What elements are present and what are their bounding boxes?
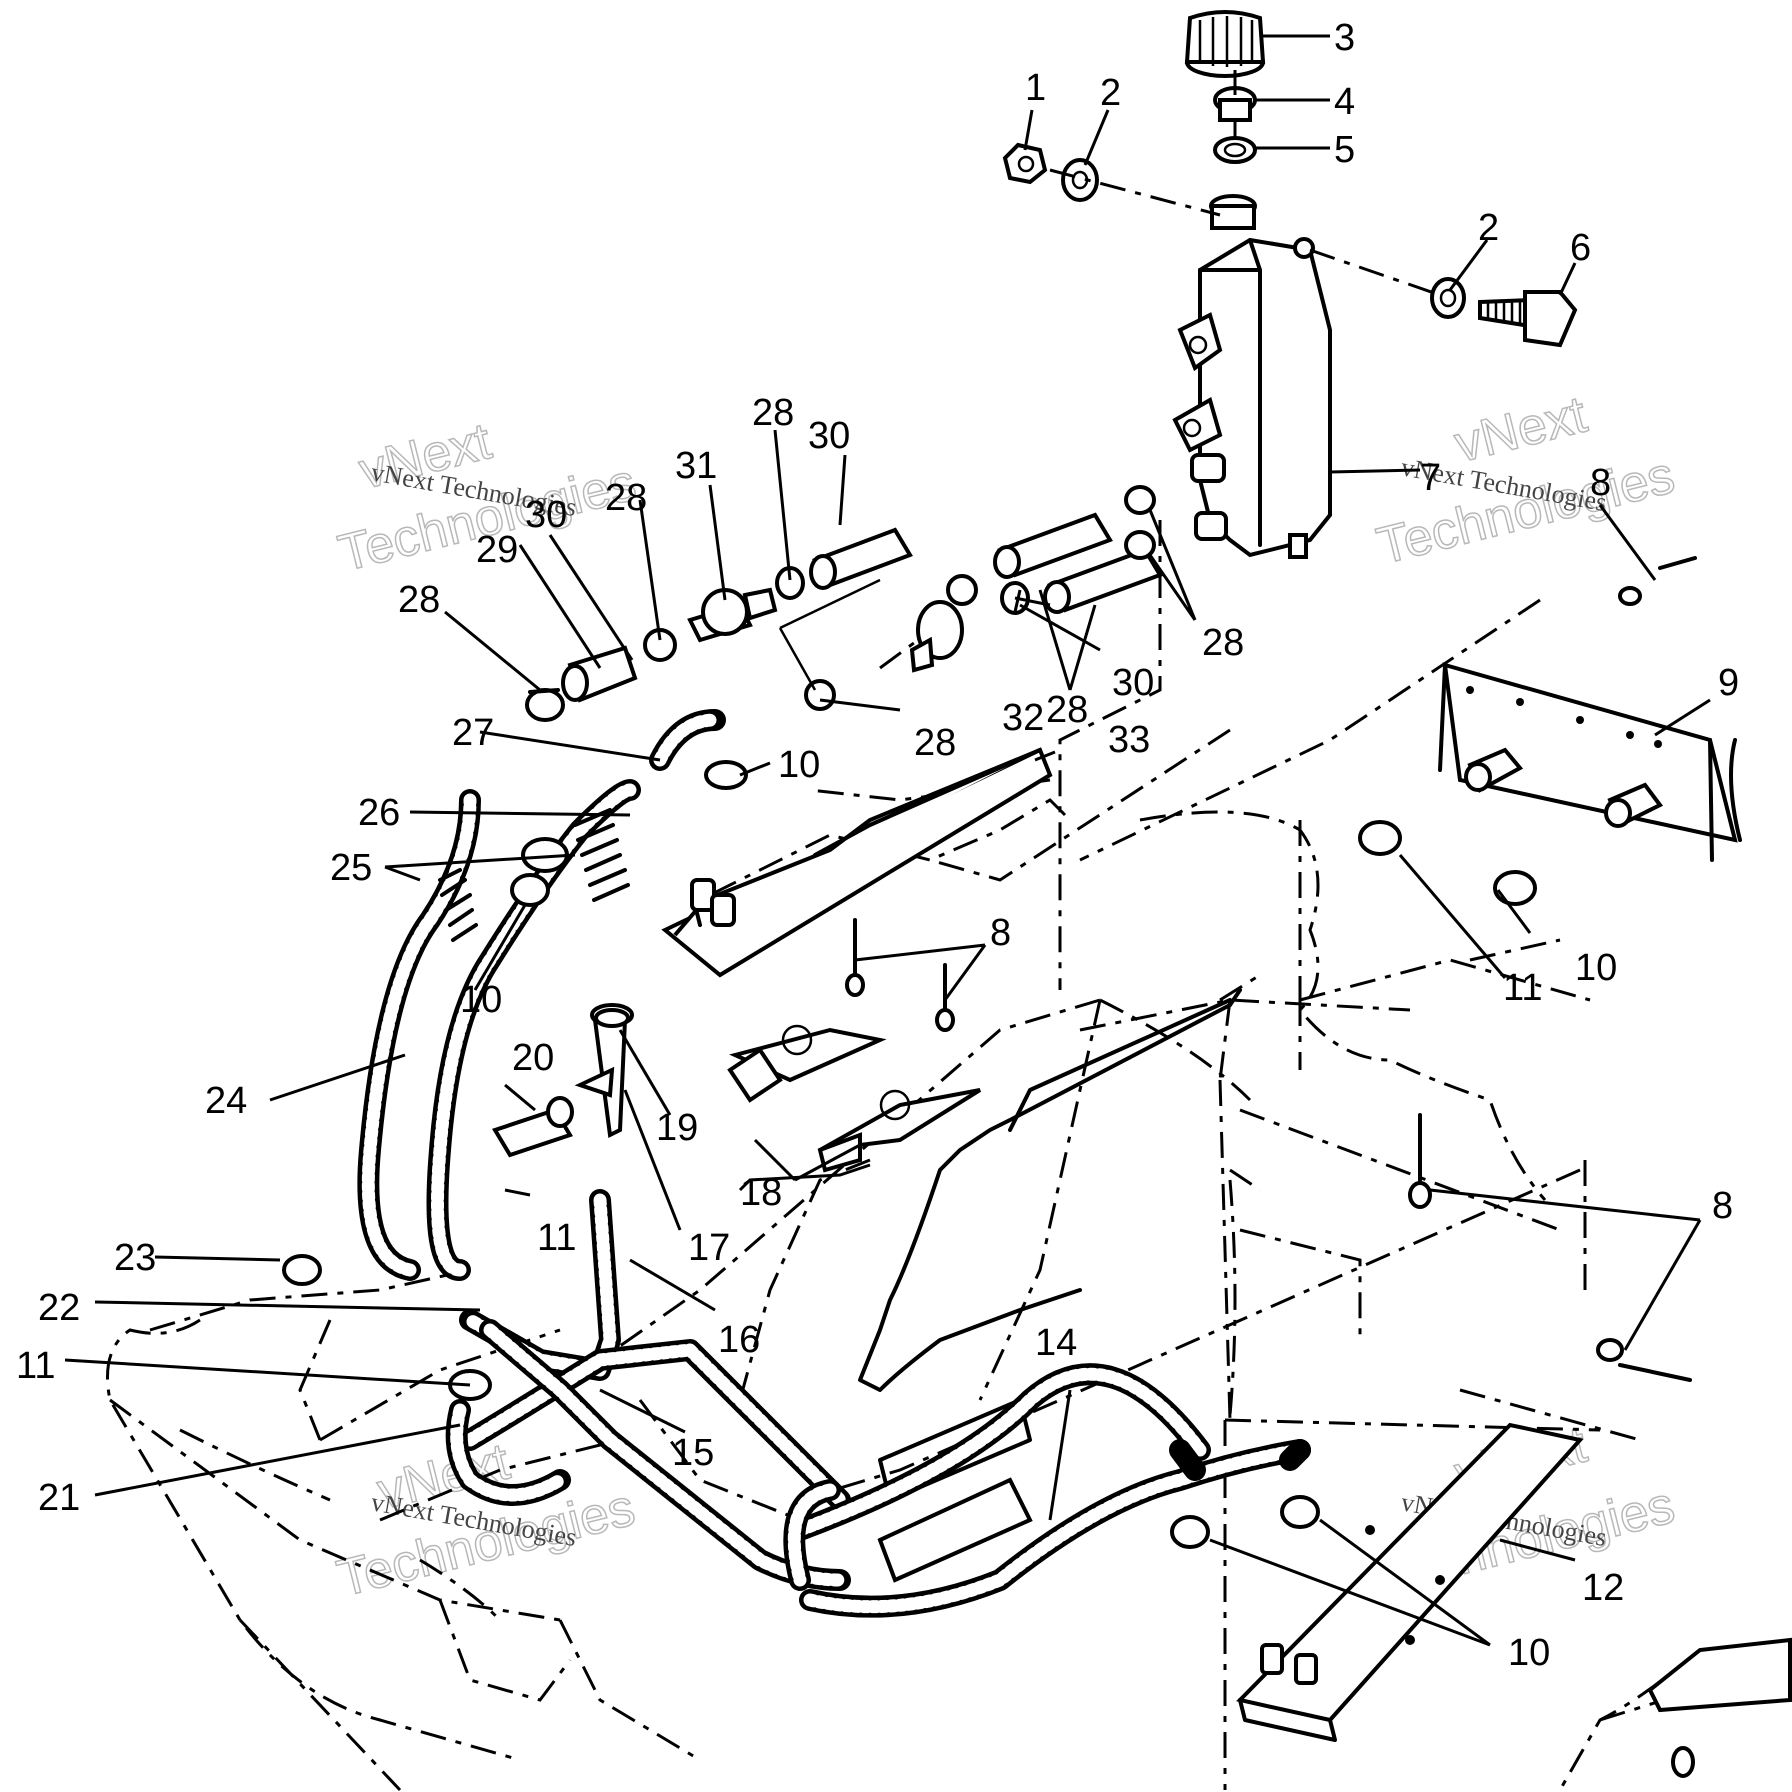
callout-10: 10 <box>1575 947 1617 989</box>
callout-9: 9 <box>1718 662 1739 704</box>
washer-right <box>1430 277 1466 319</box>
nut <box>1002 142 1048 185</box>
hose-15 <box>459 1339 851 1511</box>
callout-28: 28 <box>752 392 794 434</box>
hose-clamp-23 <box>282 1254 322 1286</box>
hose-fittings-upper-right <box>804 485 1163 711</box>
callout-30: 30 <box>1112 662 1154 704</box>
callout-32: 32 <box>1002 697 1044 739</box>
callout-10: 10 <box>460 979 502 1021</box>
callout-24: 24 <box>205 1080 247 1122</box>
callout-27: 27 <box>452 712 494 754</box>
callout-7: 7 <box>1420 457 1441 499</box>
callout-11: 11 <box>16 1345 55 1387</box>
callout-20: 20 <box>512 1037 554 1079</box>
rivets-8-top <box>845 556 1697 1032</box>
callout-5: 5 <box>1334 129 1355 171</box>
hose-clamp-10-lower-a <box>1170 1515 1210 1549</box>
hose-27 <box>649 709 726 771</box>
heat-exchanger-9 <box>1438 662 1742 862</box>
hose-21 <box>445 1399 571 1506</box>
callout-12: 12 <box>1582 1567 1624 1609</box>
callout-17: 17 <box>688 1227 730 1269</box>
callout-28: 28 <box>398 579 440 621</box>
callout-31: 31 <box>675 445 717 487</box>
coolant-reservoir <box>1172 194 1332 559</box>
hose-fittings-upper-left <box>525 527 913 722</box>
washer-left <box>1061 158 1099 202</box>
callout-10: 10 <box>1508 1632 1550 1674</box>
hose-clamp-10-left <box>510 873 550 907</box>
callout-26: 26 <box>358 792 400 834</box>
hose-clamp-10-right <box>1493 870 1537 906</box>
callout-4: 4 <box>1334 81 1355 123</box>
fitting-20 <box>492 1096 574 1158</box>
callout-14: 14 <box>1035 1322 1077 1364</box>
callout-28: 28 <box>914 722 956 764</box>
callout-2: 2 <box>1478 207 1499 249</box>
hose-26 <box>426 779 641 1281</box>
svg-text:vNext: vNext <box>1449 385 1593 474</box>
callout-28: 28 <box>1046 689 1088 731</box>
cap-seal <box>1213 136 1257 164</box>
callout-29: 29 <box>476 529 518 571</box>
callout-11: 11 <box>537 1217 576 1259</box>
rivets-8-right <box>1408 1113 1692 1382</box>
hose-14 <box>789 1363 1311 1618</box>
leader-lines <box>64 34 1711 1647</box>
callout-33: 33 <box>1108 719 1150 761</box>
callout-30: 30 <box>525 494 567 536</box>
bolt <box>1478 290 1578 348</box>
callout-21: 21 <box>38 1477 80 1519</box>
hose-clamp-11-right <box>1358 820 1402 856</box>
callout-3: 3 <box>1334 17 1355 59</box>
callout-10: 10 <box>778 744 820 786</box>
callout-28: 28 <box>1202 622 1244 664</box>
hose-24 <box>357 789 481 1281</box>
callout-labels: 1 2 3 4 5 2 6 7 8 9 28 30 31 30 28 29 28… <box>16 17 1739 1674</box>
callout-8: 8 <box>990 912 1011 954</box>
callout-15: 15 <box>672 1432 714 1474</box>
callout-8: 8 <box>1590 462 1611 504</box>
hose-clamp-10-upper <box>704 760 748 790</box>
support-plate-12 <box>1236 1422 1584 1742</box>
callout-16: 16 <box>718 1319 760 1361</box>
bracket-33 <box>661 747 1053 978</box>
callout-22: 22 <box>38 1287 80 1329</box>
springs-25 <box>438 808 630 942</box>
callout-25: 25 <box>330 847 372 889</box>
radiator-cap <box>1184 10 1266 78</box>
callout-1: 1 <box>1025 67 1046 109</box>
mount-plate-14 <box>877 1477 1033 1583</box>
callout-28: 28 <box>605 477 647 519</box>
hose-elbow-lower <box>783 1479 841 1591</box>
callout-8: 8 <box>1712 1185 1733 1227</box>
callout-23: 23 <box>114 1237 156 1279</box>
lower-right-bracket <box>1647 1637 1792 1778</box>
brackets-18 <box>727 1024 982 1173</box>
callout-11: 11 <box>1503 967 1542 1009</box>
callout-2: 2 <box>1100 72 1121 114</box>
callout-18: 18 <box>740 1172 782 1214</box>
callout-6: 6 <box>1570 227 1591 269</box>
filler-cap-19 <box>594 1008 630 1028</box>
callout-19: 19 <box>656 1107 698 1149</box>
callout-30: 30 <box>808 415 850 457</box>
hose-clamp-10-lower-b <box>1280 1495 1320 1529</box>
